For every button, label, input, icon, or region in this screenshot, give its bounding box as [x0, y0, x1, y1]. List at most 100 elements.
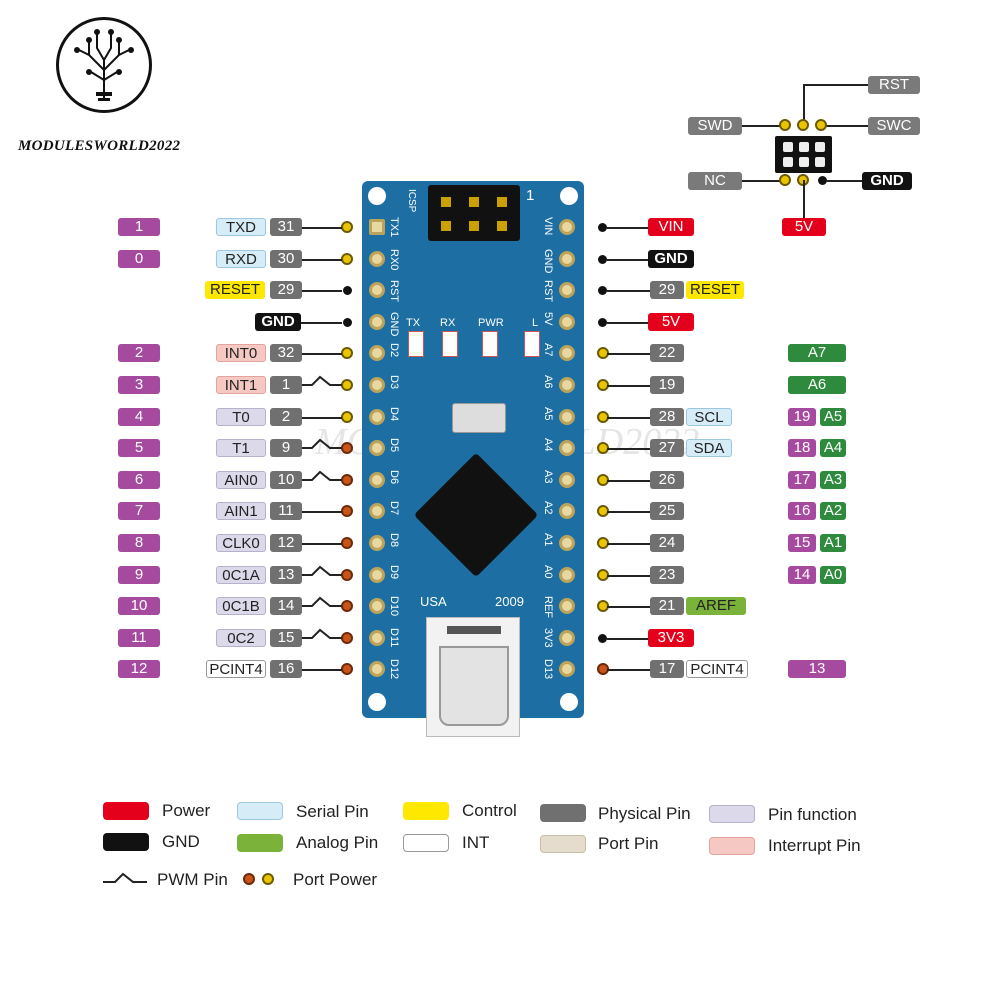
arduino-pin-label: 12 [118, 660, 160, 678]
physical-pin-label: 29 [270, 281, 302, 299]
pin-dot [343, 318, 352, 327]
board-silk-right: REF [542, 596, 554, 618]
brand-logo [56, 17, 152, 113]
board-silk-left: D11 [388, 628, 400, 648]
analog-pin-label: A0 [820, 566, 846, 584]
pin-line [607, 669, 653, 671]
header-pad [369, 345, 385, 361]
pin-function-label: GND [648, 250, 694, 268]
analog-pin-label: A3 [820, 471, 846, 489]
pin-function-label: PCINT4 [206, 660, 266, 678]
arduino-pin-label: 8 [118, 534, 160, 552]
pin-line [607, 322, 653, 324]
pin-line [607, 638, 653, 640]
pin-function-label: 0C2 [216, 629, 266, 647]
board-silk-left: GND [388, 312, 400, 337]
icsp-swc-label: SWC [868, 117, 920, 135]
pin-dot [598, 223, 607, 232]
pin-line [607, 511, 653, 513]
legend-label-pin-function: Pin function [768, 805, 857, 824]
header-pad [559, 503, 575, 519]
arduino-pin-label: 17 [788, 471, 816, 489]
physical-pin-label: 14 [270, 597, 302, 615]
physical-pin-label: 24 [650, 534, 684, 552]
board-silk-left: D10 [388, 596, 400, 617]
led-pwr [482, 331, 498, 357]
arduino-pin-label: 15 [788, 534, 816, 552]
brand-name: MODULESWORLD2022 [18, 138, 181, 154]
header-pad [559, 567, 575, 583]
icsp-rst-label: RST [868, 76, 920, 94]
legend-swatch-gnd [103, 833, 149, 851]
header-pad [559, 630, 575, 646]
legend-swatch-control [403, 802, 449, 820]
header-pad [369, 282, 385, 298]
led-rx-label: RX [440, 317, 456, 329]
header-pad [369, 219, 385, 235]
pin-function-label: AIN1 [216, 502, 266, 520]
arduino-pin-label: 2 [118, 344, 160, 362]
year-label: 2009 [495, 594, 524, 609]
pin-line [607, 448, 653, 450]
led-tx-label: TX [406, 317, 421, 329]
pin-function-label: INT0 [216, 344, 266, 362]
physical-pin-label: 23 [650, 566, 684, 584]
header-pad [559, 314, 575, 330]
reset-button[interactable] [452, 403, 506, 433]
pin-function-label: PCINT4 [686, 660, 748, 678]
pin-dot [598, 634, 607, 643]
analog-pin-label: A7 [788, 344, 846, 362]
icsp-gnd-label: GND [862, 172, 912, 190]
arduino-pin-label: 6 [118, 471, 160, 489]
physical-pin-label: 11 [270, 502, 302, 520]
board-silk-left: D2 [388, 343, 400, 358]
pin-line [607, 385, 653, 387]
pin-function-label: SCL [686, 408, 732, 426]
icsp-connector [775, 136, 832, 173]
microcontroller-chip [413, 452, 539, 578]
board-silk-right: VIN [542, 217, 554, 236]
board-silk-left: D6 [388, 470, 400, 485]
header-pad [559, 440, 575, 456]
pwm-wave-icon [300, 596, 342, 607]
physical-pin-label: 15 [270, 629, 302, 647]
header-pad [559, 535, 575, 551]
header-pad [369, 661, 385, 677]
header-pad [559, 661, 575, 677]
pin-function-label: T1 [216, 439, 266, 457]
pin-function-label: AREF [686, 597, 746, 615]
board-silk-left: RX0 [388, 249, 400, 271]
board-silk-right: A7 [542, 343, 554, 357]
led-l-label: L [532, 317, 539, 329]
board-silk-left: D7 [388, 501, 400, 516]
board-silk-left: D9 [388, 565, 400, 580]
board-silk-right: D13 [542, 659, 554, 680]
legend-swatch-analog [237, 834, 283, 852]
pwm-wave-icon [300, 438, 342, 449]
arduino-pin-label: 1 [118, 218, 160, 236]
header-pad [369, 377, 385, 393]
port-power-yellow-icon [262, 873, 274, 885]
header-pad [369, 409, 385, 425]
board-silk-left: D4 [388, 407, 400, 422]
header-pad [369, 503, 385, 519]
arduino-pin-label: 18 [788, 439, 816, 457]
legend-label-pwm: PWM Pin [157, 870, 228, 889]
arduino-pin-label: 16 [788, 502, 816, 520]
pin-line [607, 543, 653, 545]
pin-function-label: 0C1A [216, 566, 266, 584]
analog-pin-label: A6 [788, 376, 846, 394]
pin-dot [341, 537, 353, 549]
pin-line [607, 480, 653, 482]
pwm-wave-icon [300, 375, 342, 386]
pin-dot [341, 600, 353, 612]
pwm-wave-icon [300, 565, 342, 576]
pwm-wave-icon [300, 470, 342, 481]
led-l [524, 331, 540, 357]
legend-label-port-power: Port Power [293, 870, 378, 889]
pin-function-label: RESET [686, 281, 744, 299]
physical-pin-label: 12 [270, 534, 302, 552]
header-pad [369, 567, 385, 583]
header-pad [559, 472, 575, 488]
pin-dot [341, 379, 353, 391]
